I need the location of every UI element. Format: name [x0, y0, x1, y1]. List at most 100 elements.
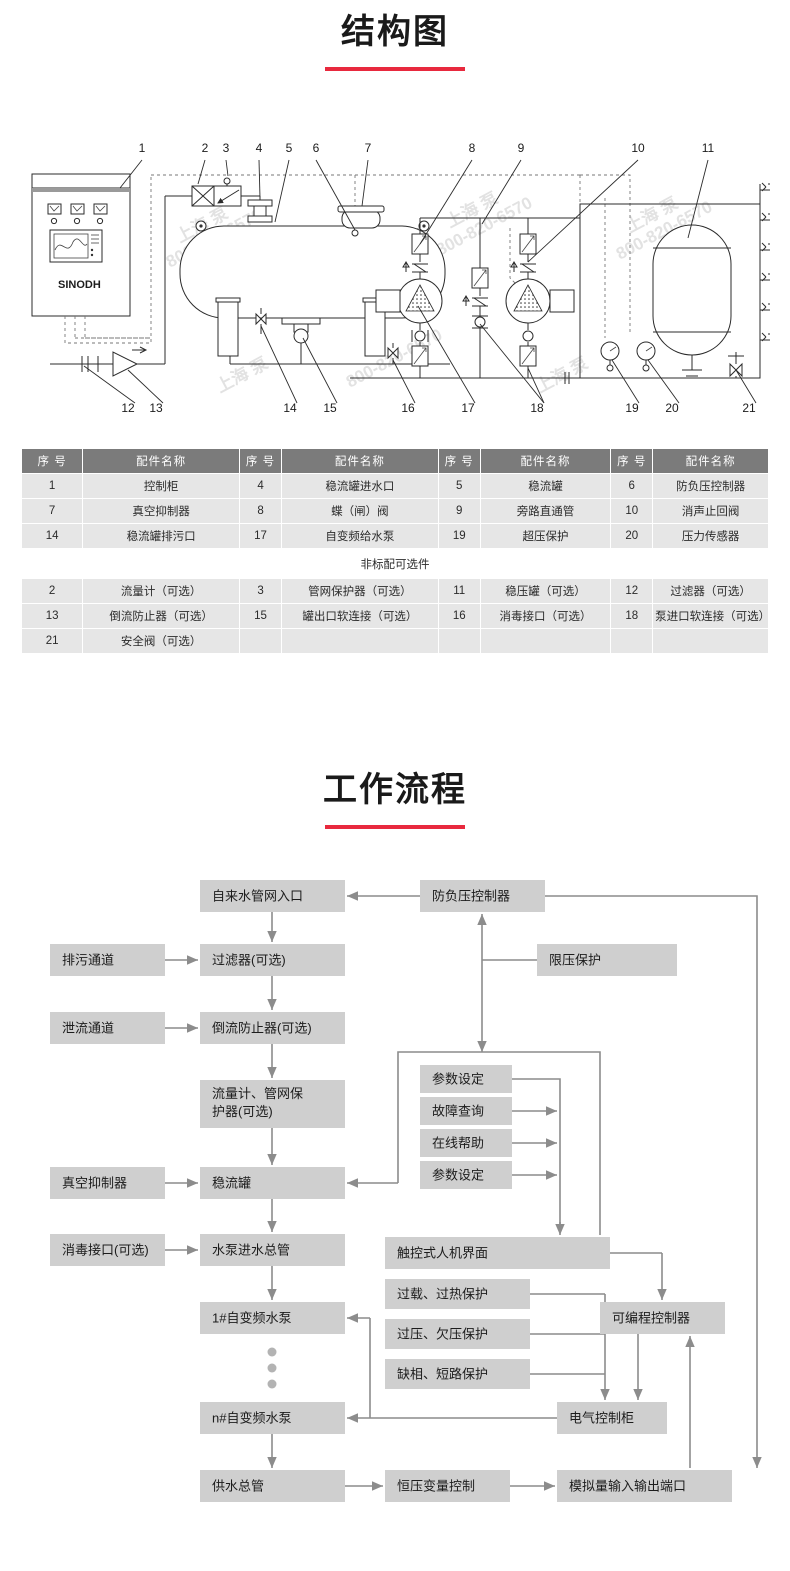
callout-number: 13 [149, 401, 163, 415]
flow-box-stabilizer-tank[interactable]: 稳流罐 [200, 1167, 345, 1199]
flow-box-negative-pressure-ctrl[interactable]: 防负压控制器 [420, 880, 545, 912]
table-cell-name [652, 628, 769, 654]
flow-box-analog-io-port[interactable]: 模拟量输入输出端口 [557, 1470, 732, 1502]
flow-box-phase-loss-short[interactable]: 缺相、短路保护 [385, 1359, 530, 1389]
flow-box-vacuum-suppressor[interactable]: 真空抑制器 [50, 1167, 165, 1199]
flow-box-bg [200, 1302, 345, 1334]
table-cell-name: 超压保护 [479, 523, 612, 549]
table-cell-name: 压力传感器 [652, 523, 769, 549]
table-cell-name: 真空抑制器 [82, 498, 241, 524]
svg-text:上海 泵: 上海 泵 [532, 353, 591, 397]
table-cell-name: 管网保护器（可选） [280, 578, 439, 604]
callout-number: 3 [223, 141, 230, 155]
page-title-structure: 结构图 [341, 13, 449, 51]
workflow-flowchart: 自来水管网入口 防负压控制器排污通道 过滤器(可选) 限压保护泄流通道 倒流防止器(可选… [0, 862, 790, 1542]
flow-box-bg [200, 1470, 345, 1502]
table-cell-name: 消声止回阀 [652, 498, 769, 524]
table-cell-index [239, 628, 282, 654]
callout-number: 16 [401, 401, 415, 415]
flow-box-constant-pressure[interactable]: 恒压变量控制 [385, 1470, 510, 1502]
flow-box-tap-water-inlet[interactable]: 自来水管网入口 [200, 880, 345, 912]
table-cell-name: 稳流罐进水口 [280, 473, 439, 499]
table-cell-name: 旁路直通管 [479, 498, 612, 524]
cabinet-brand-label: SINODH [58, 279, 101, 291]
table-column-header: 序 号 [610, 448, 654, 474]
flow-box-label: 可编程控制器 [612, 1310, 690, 1325]
flow-box-supply-main[interactable]: 供水总管 [200, 1470, 345, 1502]
flow-box-label: 倒流防止器(可选) [212, 1020, 312, 1035]
flow-box-bg [385, 1470, 510, 1502]
flow-box-label: n#自变频水泵 [212, 1410, 291, 1425]
table-cell-index: 13 [20, 603, 84, 629]
table-cell-index [437, 628, 481, 654]
flow-box-flowmeter-protector[interactable]: 流量计、管网保护器(可选) [200, 1080, 345, 1128]
table-header-row: 序 号配件名称序 号配件名称序 号配件名称序 号配件名称 [20, 448, 769, 474]
flow-box-pump-n[interactable]: n#自变频水泵 [200, 1402, 345, 1434]
flow-box-label: 缺相、短路保护 [397, 1366, 488, 1381]
table-cell-name: 稳压罐（可选） [479, 578, 612, 604]
callout-number: 9 [518, 141, 525, 155]
flow-box-bg [537, 944, 677, 976]
table-cell-index: 12 [610, 578, 654, 604]
flow-box-overvolt-undervolt[interactable]: 过压、欠压保护 [385, 1319, 530, 1349]
flow-box-sewage-channel[interactable]: 排污通道 [50, 944, 165, 976]
table-cell-name: 自变频给水泵 [280, 523, 439, 549]
control-cabinet: SINODH [31, 173, 131, 317]
table-cell-name [280, 628, 439, 654]
flow-box-param-set-1[interactable]: 参数设定 [420, 1065, 512, 1093]
table-cell-name: 罐出口软连接（可选） [280, 603, 439, 629]
callout-number: 14 [283, 401, 297, 415]
flow-box-pump-1[interactable]: 1#自变频水泵 [200, 1302, 345, 1334]
flow-box-filter-optional[interactable]: 过滤器(可选) [200, 944, 345, 976]
table-cell-name: 泵进口软连接（可选） [652, 603, 769, 629]
flow-box-bg [50, 944, 165, 976]
flow-box-fault-query[interactable]: 故障查询 [420, 1097, 512, 1125]
pressure-gauge-19 [600, 341, 620, 372]
callout-number: 20 [665, 401, 679, 415]
flow-box-pressure-limit[interactable]: 限压保护 [537, 944, 677, 976]
flow-box-label: 流量计、管网保护器(可选) [212, 1086, 303, 1119]
table-cell-index: 14 [20, 523, 84, 549]
callout-number: 18 [530, 401, 544, 415]
title-underline-structure [325, 67, 465, 72]
flow-box-bg [200, 880, 345, 912]
inlet-pipeline [50, 195, 192, 377]
callout-number: 7 [365, 141, 372, 155]
flow-box-label: 触控式人机界面 [397, 1245, 488, 1260]
flow-box-param-set-2[interactable]: 参数设定 [420, 1161, 512, 1189]
table-cell-index: 18 [610, 603, 654, 629]
flow-box-bg [420, 1097, 512, 1125]
flow-box-overload-overheat[interactable]: 过载、过热保护 [385, 1279, 530, 1309]
callout-number: 15 [323, 401, 337, 415]
structure-schematic: 上海 泵 800-820-6570 上海 泵 800-820-6570 上海 泵… [20, 138, 770, 428]
outlet-faucets [760, 182, 770, 342]
flow-box-bg [200, 1234, 345, 1266]
callout-number: 19 [625, 401, 639, 415]
flow-box-bg [50, 1167, 165, 1199]
flow-box-backflow-preventer[interactable]: 倒流防止器(可选) [200, 1012, 345, 1044]
flow-box-pump-inlet-main[interactable]: 水泵进水总管 [200, 1234, 345, 1266]
bypass-straight-pipe [462, 267, 489, 378]
flow-box-touch-hmi[interactable]: 触控式人机界面 [385, 1237, 610, 1269]
flow-box-bg [420, 1161, 512, 1189]
callout-number: 8 [469, 141, 476, 155]
flow-box-electric-cabinet[interactable]: 电气控制柜 [557, 1402, 667, 1434]
flow-box-label: 参数设定 [432, 1071, 484, 1086]
flow-box-plc-controller[interactable]: 可编程控制器 [600, 1302, 725, 1334]
table-column-header: 序 号 [437, 448, 481, 474]
table-column-header: 配件名称 [652, 448, 769, 474]
flow-box-online-help[interactable]: 在线帮助 [420, 1129, 512, 1157]
flow-box-label: 供水总管 [212, 1478, 264, 1493]
flow-box-drain-channel[interactable]: 泄流通道 [50, 1012, 165, 1044]
flow-box-bg [200, 1167, 345, 1199]
flow-box-sterilize-port[interactable]: 消毒接口(可选) [50, 1234, 165, 1266]
flow-box-label: 参数设定 [432, 1167, 484, 1182]
table-column-header: 配件名称 [82, 448, 241, 474]
